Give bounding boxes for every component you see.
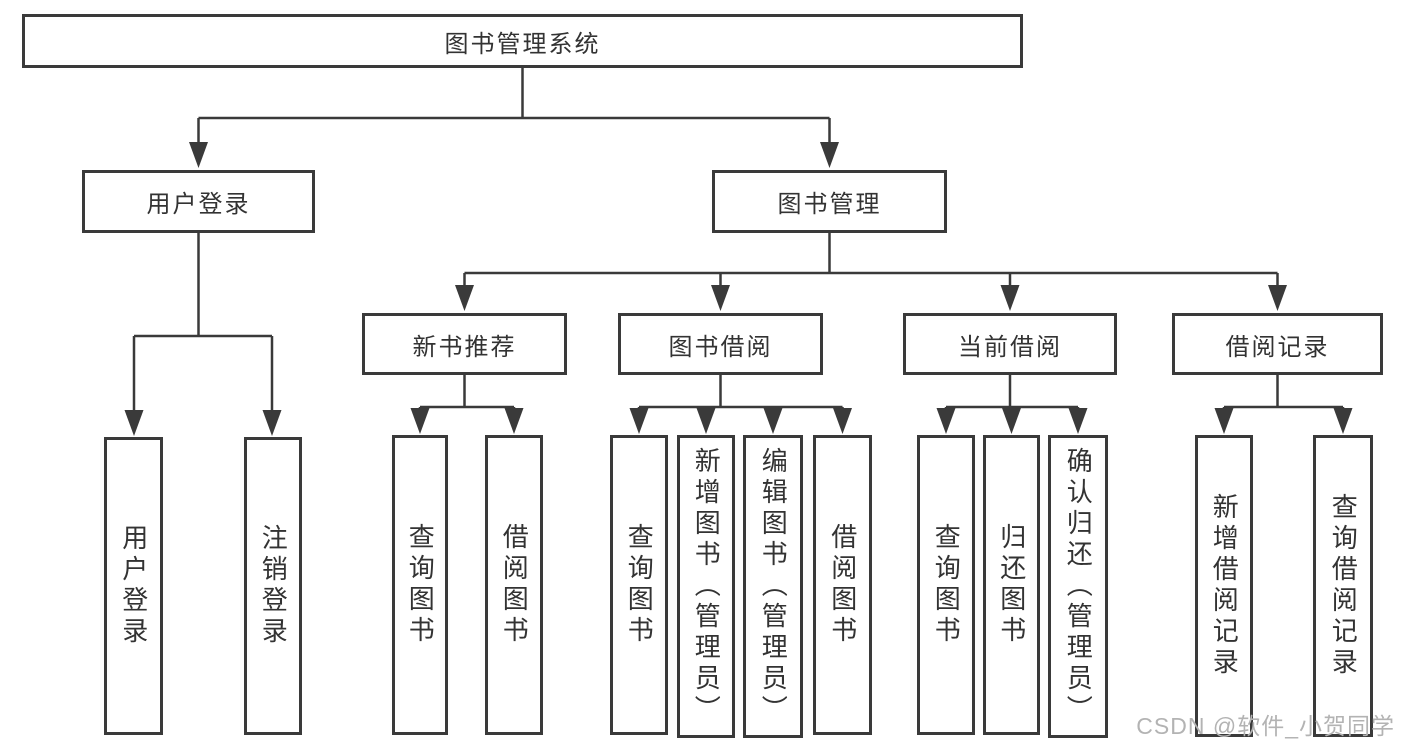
node-book-borrow-label: 图书借阅 (668, 333, 773, 361)
leaf-borrow-book-recommend-label: 借阅图书 (499, 523, 530, 647)
leaf-user-login: 用户登录 (104, 437, 163, 735)
leaf-confirm-return-admin-label: 确认归还（管理员） (1063, 447, 1094, 726)
leaf-query-book-borrow: 查询图书 (610, 435, 668, 735)
leaf-query-book-current-label: 查询图书 (931, 523, 962, 647)
leaf-query-borrow-record: 查询借阅记录 (1313, 435, 1373, 737)
leaf-query-book-current: 查询图书 (917, 435, 975, 735)
leaf-edit-book-admin: 编辑图书（管理员） (743, 435, 803, 738)
node-book-management: 图书管理 (712, 170, 947, 233)
leaf-borrow-book-recommend: 借阅图书 (485, 435, 543, 735)
leaf-add-book-admin-label: 新增图书（管理员） (691, 447, 722, 726)
node-book-management-label: 图书管理 (777, 191, 882, 218)
leaf-user-login-label: 用户登录 (118, 524, 149, 648)
leaf-edit-book-admin-label: 编辑图书（管理员） (758, 447, 789, 726)
leaf-add-borrow-record-label: 新增借阅记录 (1209, 493, 1240, 679)
leaf-logout-label: 注销登录 (258, 524, 289, 648)
node-user-login: 用户登录 (82, 170, 315, 233)
leaf-query-book-recommend: 查询图书 (392, 435, 448, 735)
leaf-query-borrow-record-label: 查询借阅记录 (1328, 493, 1359, 679)
leaf-add-book-admin: 新增图书（管理员） (677, 435, 735, 738)
leaf-query-book-recommend-label: 查询图书 (405, 523, 436, 647)
leaf-borrow-book: 借阅图书 (813, 435, 872, 735)
watermark: CSDN @软件_小贺同学 (1136, 713, 1395, 739)
node-root: 图书管理系统 (22, 14, 1023, 68)
leaf-return-book: 归还图书 (983, 435, 1040, 735)
leaf-query-book-borrow-label: 查询图书 (624, 523, 655, 647)
leaf-add-borrow-record: 新增借阅记录 (1195, 435, 1253, 737)
node-root-label: 图书管理系统 (444, 30, 601, 58)
node-current-borrow-label: 当前借阅 (958, 333, 1062, 361)
leaf-confirm-return-admin: 确认归还（管理员） (1048, 435, 1108, 738)
leaf-return-book-label: 归还图书 (996, 523, 1027, 647)
node-new-book-recommend: 新书推荐 (362, 313, 567, 375)
node-current-borrow: 当前借阅 (903, 313, 1117, 375)
node-borrow-record-label: 借阅记录 (1225, 333, 1330, 361)
node-user-login-label: 用户登录 (146, 191, 251, 218)
node-new-book-recommend-label: 新书推荐 (412, 333, 517, 361)
leaf-borrow-book-label: 借阅图书 (827, 523, 858, 647)
node-book-borrow: 图书借阅 (618, 313, 823, 375)
node-borrow-record: 借阅记录 (1172, 313, 1383, 375)
leaf-logout: 注销登录 (244, 437, 302, 735)
